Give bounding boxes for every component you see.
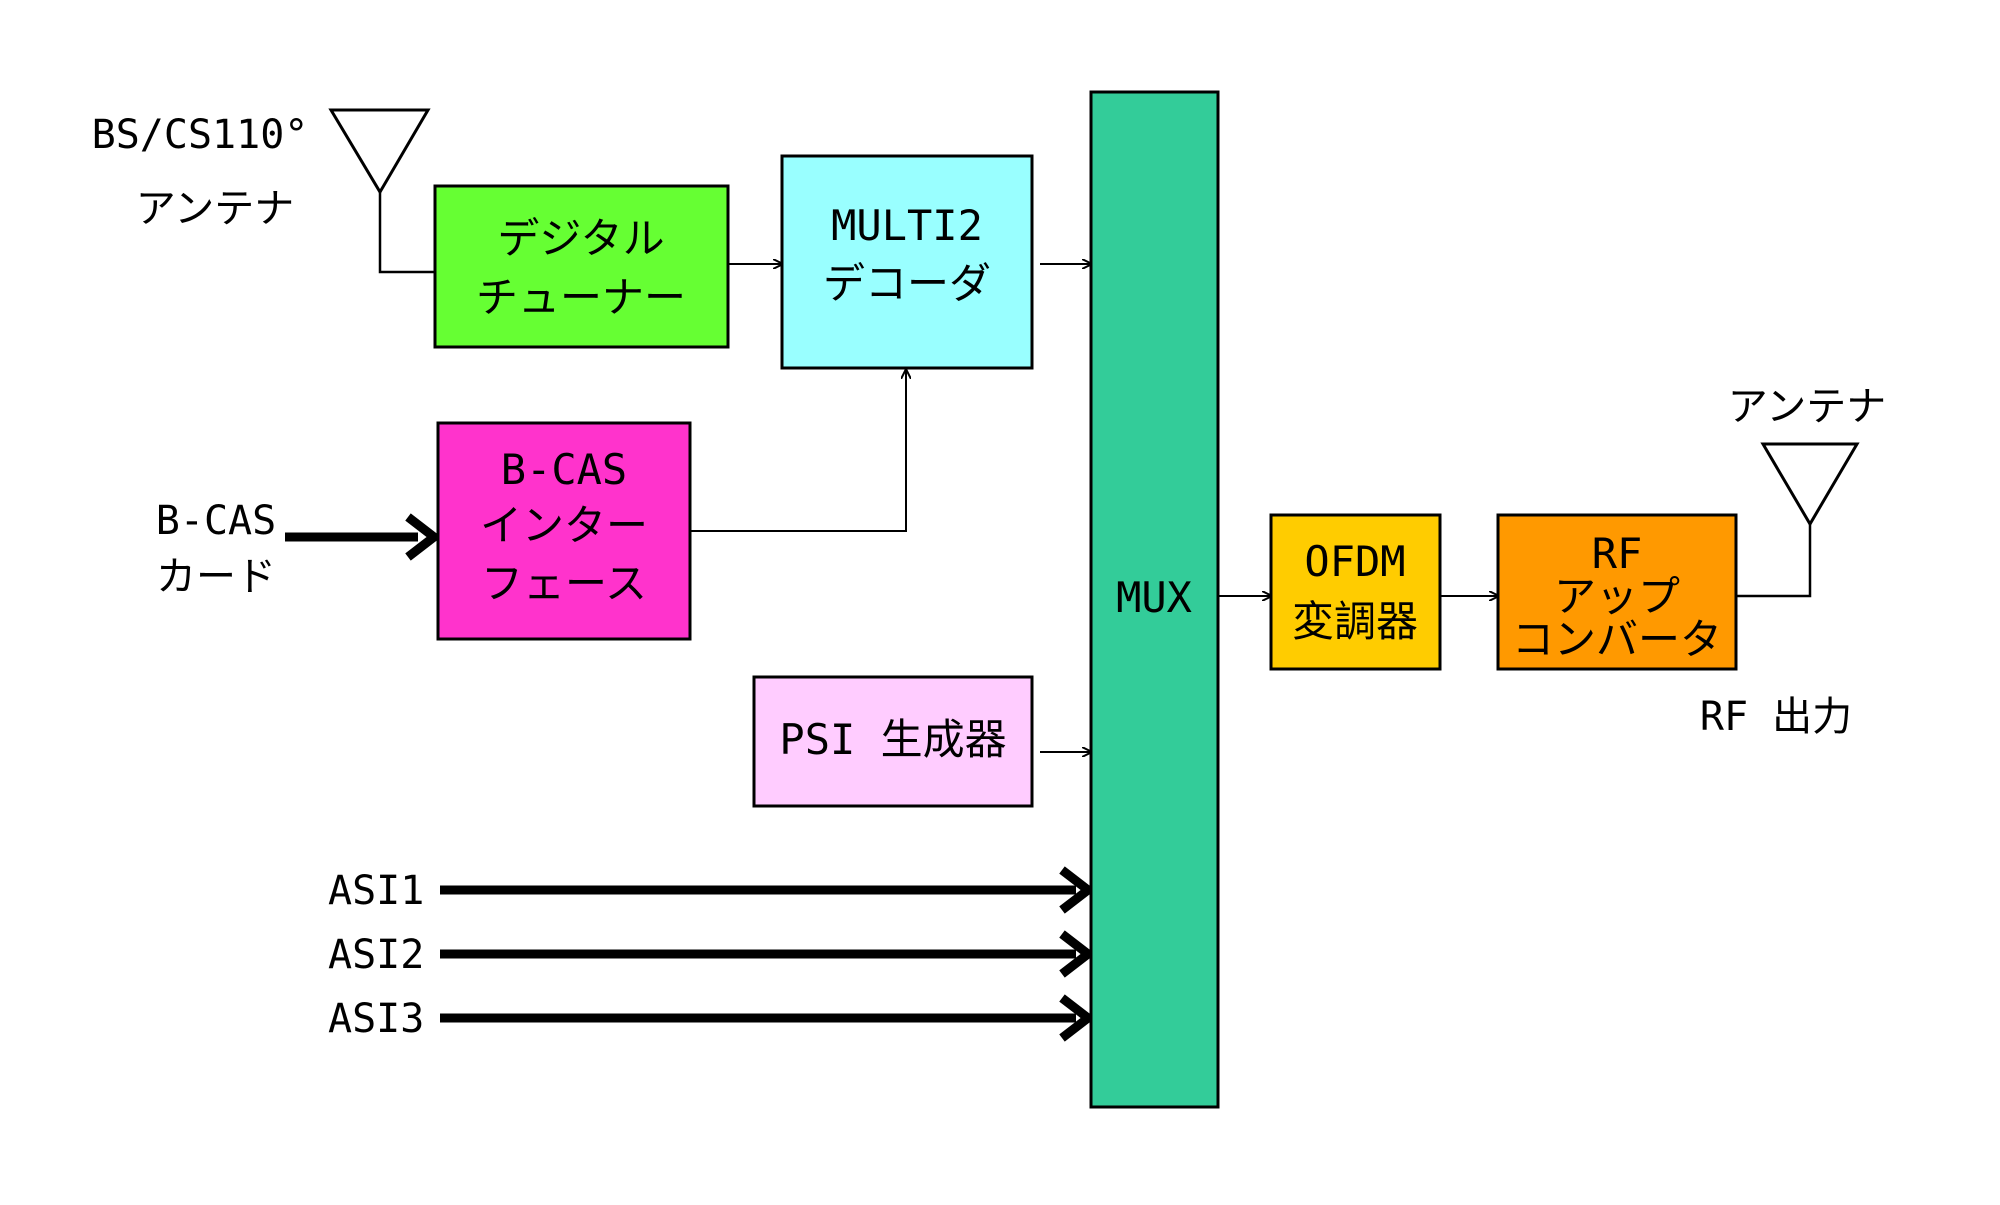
rf-upconverter-label-line3: コンバータ [1512, 615, 1722, 664]
bcas-interface-label-line1: B-CAS [501, 445, 627, 494]
mux-block [1089, 90, 1220, 1109]
bcas-card-label-line1: B-CAS [156, 498, 276, 544]
rf-output-label: RF 出力 [1700, 694, 1852, 740]
asi1-label: ASI1 [328, 868, 424, 914]
ofdm-modulator-block [1269, 513, 1442, 671]
output-antenna-icon [1760, 442, 1860, 527]
arrow-asi3-to-mux [440, 994, 1096, 1042]
asi2-label: ASI2 [328, 932, 424, 978]
input-antenna-label-line1: BS/CS110° [92, 112, 309, 158]
arrow-asi2-to-mux [440, 930, 1096, 978]
connector-upconverter-to-antenna [1736, 524, 1812, 598]
rf-upconverter-label-line2: アップ [1554, 572, 1680, 621]
arrow-interface-to-decoder [690, 370, 906, 532]
digital-tuner-label-line1: デジタル [497, 214, 664, 263]
mux-label: MUX [1116, 573, 1192, 622]
input-antenna-label-line2: アンテナ [136, 186, 294, 232]
ofdm-modulator-label-line1: OFDM [1304, 537, 1405, 586]
input-antenna-icon [328, 108, 431, 195]
psi-generator-block [752, 675, 1034, 808]
psi-generator-label: PSI 生成器 [779, 715, 1006, 764]
bcas-card-label-line2: カード [156, 554, 276, 600]
arrow-bcas-card-to-interface [285, 513, 442, 561]
multi2-decoder-block [780, 154, 1034, 370]
rf-upconverter-block [1496, 513, 1738, 671]
bcas-interface-label-line2: インター [480, 501, 648, 550]
bcas-interface-label-line3: フェース [481, 559, 647, 608]
rf-upconverter-label-line1: RF [1592, 529, 1643, 578]
arrow-asi1-to-mux [440, 866, 1096, 914]
connector-antenna-to-tuner [378, 192, 435, 274]
asi3-label: ASI3 [328, 996, 424, 1042]
digital-tuner-label-line2: チューナー [476, 273, 686, 322]
multi2-decoder-label-line1: MULTI2 [831, 201, 983, 250]
digital-tuner-block [433, 184, 730, 349]
bcas-interface-block [436, 421, 692, 641]
output-antenna-label: アンテナ [1728, 384, 1886, 430]
ofdm-modulator-label-line2: 変調器 [1292, 597, 1418, 646]
multi2-decoder-label-line2: デコーダ [823, 259, 991, 308]
